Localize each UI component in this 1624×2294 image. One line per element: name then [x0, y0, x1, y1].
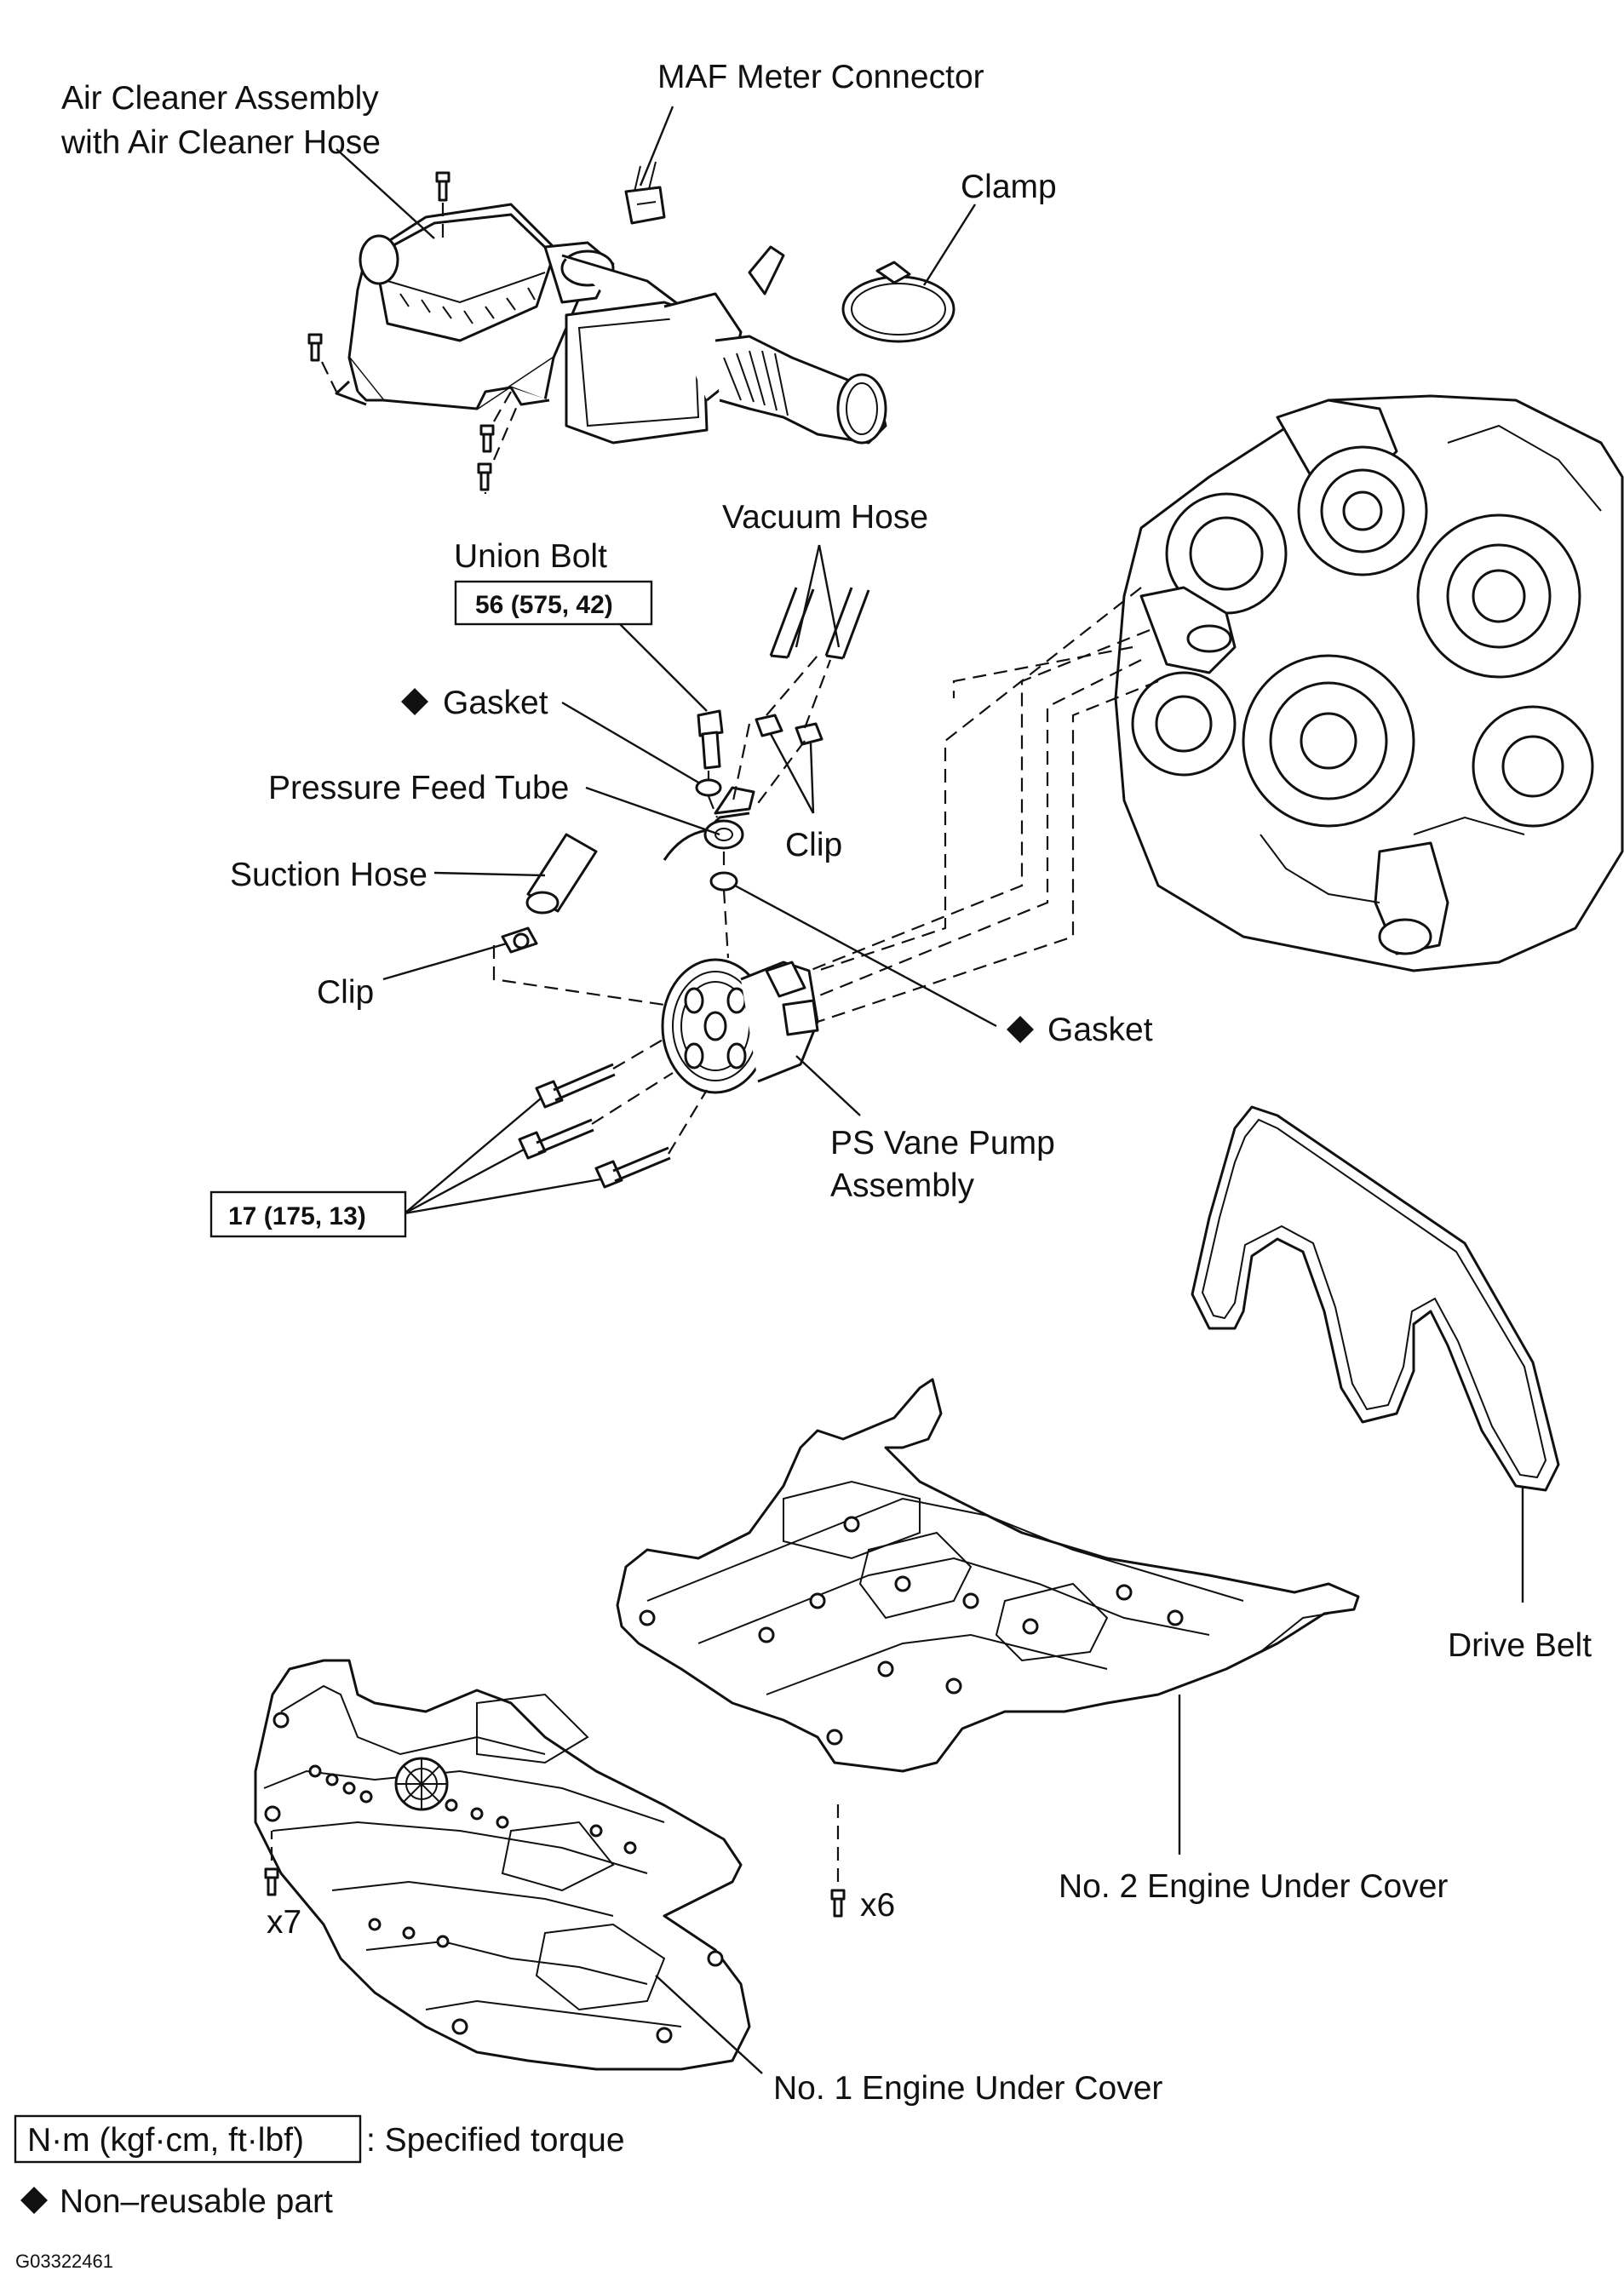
diamond-icon	[401, 688, 428, 715]
pressure-feed-tube	[663, 786, 755, 861]
legend-torque-box	[14, 2114, 362, 2164]
label-maf-meter-connector: MAF Meter Connector	[657, 59, 984, 95]
pump-bolt-torque-box	[209, 1190, 407, 1238]
assembly-guide-lines	[492, 587, 1159, 1155]
text-labels: Air Cleaner Assembly with Air Cleaner Ho…	[60, 59, 1592, 2107]
label-drive-belt: Drive Belt	[1448, 1627, 1592, 1664]
label-air-cleaner-line2: with Air Cleaner Hose	[60, 124, 381, 161]
label-no1-under-cover: No. 1 Engine Under Cover	[773, 2070, 1162, 2107]
engine-block	[1114, 394, 1624, 972]
label-gasket-bottom: Gasket	[1047, 1012, 1153, 1048]
drive-belt	[1191, 1105, 1560, 1492]
legend: N·m (kgf·cm, ft·lbf) : Specified torque …	[14, 2114, 625, 2272]
ps-vane-pump-assembly	[661, 958, 819, 1094]
union-bolt	[697, 709, 724, 770]
cover-bolts	[264, 1797, 846, 1918]
air-cleaner-assembly	[307, 171, 887, 494]
legend-non-reusable-text: Non–reusable part	[60, 2183, 333, 2220]
label-vacuum-hose: Vacuum Hose	[722, 499, 928, 536]
label-clamp: Clamp	[961, 169, 1057, 205]
no2-engine-under-cover	[616, 1378, 1360, 1773]
maf-meter-connector	[624, 161, 666, 225]
label-union-bolt: Union Bolt	[454, 538, 607, 575]
label-no2-under-cover: No. 2 Engine Under Cover	[1059, 1868, 1448, 1905]
label-clip-left: Clip	[317, 974, 374, 1011]
leader-lines	[336, 106, 1524, 2074]
no1-engine-under-cover	[254, 1659, 751, 2071]
diamond-icon	[20, 2187, 48, 2214]
suction-hose	[525, 833, 598, 915]
label-suction-hose: Suction Hose	[230, 857, 428, 893]
label-x6: x6	[860, 1887, 895, 1924]
label-ps-vane-pump-line1: PS Vane Pump	[830, 1125, 1055, 1161]
label-pressure-feed-tube: Pressure Feed Tube	[268, 770, 569, 806]
gasket-top	[695, 778, 722, 797]
clip-left	[501, 926, 538, 954]
pump-bolts	[518, 1063, 671, 1189]
label-pump-bolt-torque: 17 (175, 13)	[228, 1202, 366, 1230]
vacuum-hose	[769, 587, 870, 660]
clamp	[748, 245, 955, 343]
label-x7: x7	[267, 1904, 301, 1941]
clip-right	[755, 714, 823, 746]
gasket-bottom	[709, 871, 738, 892]
label-clip-right: Clip	[785, 827, 842, 863]
label-gasket-top: Gasket	[443, 685, 548, 721]
diamond-icon	[1007, 1016, 1034, 1043]
figure-id: G03322461	[15, 2251, 113, 2272]
label-air-cleaner-line1: Air Cleaner Assembly	[61, 80, 379, 117]
legend-torque-unit: N·m (kgf·cm, ft·lbf)	[27, 2122, 304, 2159]
legend-torque-text: : Specified torque	[366, 2122, 625, 2159]
label-ps-vane-pump-line2: Assembly	[830, 1167, 975, 1204]
label-union-bolt-torque: 56 (575, 42)	[475, 591, 613, 619]
union-bolt-torque-box	[454, 580, 653, 626]
